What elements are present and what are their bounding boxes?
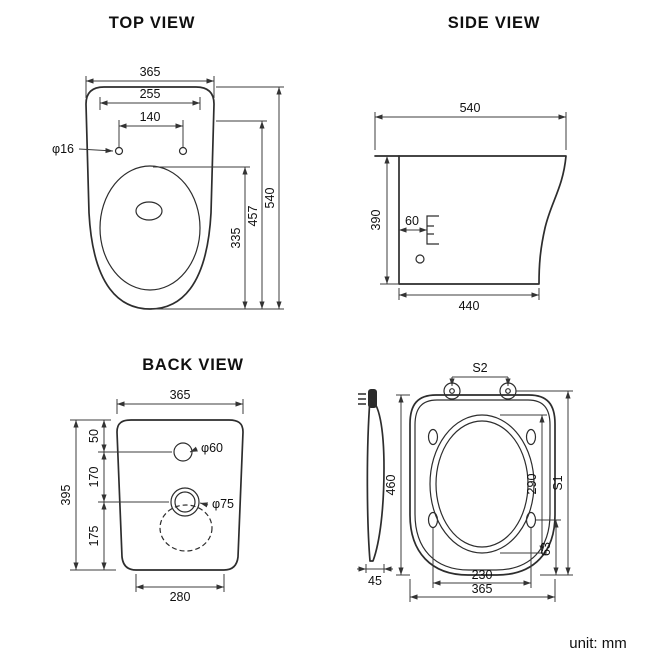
dim-label: 335 (229, 228, 243, 249)
seat-opening-outer (429, 414, 535, 554)
seat-lid-inner (414, 399, 551, 571)
dim-label: φ60 (201, 441, 223, 455)
dim-label: 170 (87, 467, 101, 488)
dim-seat-front-offset: 63 (536, 519, 573, 576)
toilet-back-outline (116, 419, 244, 571)
side-view-title: SIDE VIEW (448, 14, 540, 32)
dim-side-bracket-offset: 60 (398, 214, 428, 233)
mount-bracket (426, 215, 439, 245)
dim-label: 175 (87, 526, 101, 547)
dim-label: 540 (263, 188, 277, 209)
dim-label: 50 (87, 429, 101, 443)
back-view-title: BACK VIEW (142, 356, 244, 374)
dim-label: 390 (369, 210, 383, 231)
dim-seat-width: 365 (409, 579, 556, 602)
toilet-side-outline (398, 155, 567, 285)
dim-back-width-top: 365 (116, 388, 244, 414)
dim-top-hole-diameter: φ16 (52, 142, 114, 156)
dim-label: 540 (460, 101, 481, 115)
dim-seat-length: 460 (384, 394, 410, 576)
bumper-top-left (427, 428, 439, 446)
bolt-hole (415, 254, 425, 264)
dim-label: φ75 (212, 497, 234, 511)
dim-label: S1 (551, 475, 565, 490)
dim-side-depth-base: 440 (398, 288, 540, 313)
hinge-hole-right (178, 146, 188, 156)
dim-label: 230 (472, 568, 493, 582)
bumper-bottom-left (427, 511, 439, 529)
unit-label: unit: mm (569, 635, 627, 650)
dim-label: 45 (368, 574, 382, 588)
outlet-hole-outer (170, 487, 200, 517)
dim-label: 290 (525, 474, 539, 495)
dim-label: S2 (472, 361, 487, 375)
dim-label: 457 (246, 206, 260, 227)
bumper-bottom-right (525, 511, 537, 529)
dim-label: 395 (59, 485, 73, 506)
outlet-hole-inner (174, 491, 196, 513)
dim-seat-hinge-spacing: S2 (449, 361, 511, 387)
dim-side-depth-total: 540 (374, 101, 567, 150)
inlet-hole (173, 442, 193, 462)
bowl-opening (99, 165, 201, 291)
dim-back-width-base: 280 (135, 574, 225, 604)
dim-back-height: 395 (59, 419, 79, 571)
dim-top-length-seat: 457 (216, 120, 267, 310)
dim-seat-bumper-spacing: 230 (432, 528, 532, 588)
side-view: SIDE VIEW 540 390 60 440 (369, 14, 567, 313)
dim-side-height: 390 (369, 155, 399, 285)
dim-top-width-hinge: 140 (118, 110, 184, 147)
dim-top-width-seat: 255 (99, 87, 201, 110)
dim-seat-opening-length: 290 (500, 414, 547, 554)
nozzle-icon (358, 389, 377, 408)
drain-hole (135, 201, 163, 221)
seat-view: 45 S2 460 290 (357, 361, 573, 602)
dim-label: 255 (140, 87, 161, 101)
dim-label: 280 (170, 590, 191, 604)
dim-back-outlet-diameter: φ75 (199, 497, 234, 511)
dim-label: 140 (140, 110, 161, 124)
seat-lid-outer (409, 394, 556, 576)
bumper-top-right (525, 428, 537, 446)
dim-label: 60 (405, 214, 419, 228)
dim-label: 460 (384, 475, 398, 496)
dim-top-length-bowl: 335 (153, 166, 250, 310)
dim-label: 63 (539, 542, 553, 556)
dim-label: 365 (472, 582, 493, 596)
top-view: TOP VIEW 365 255 140 φ16 (52, 14, 284, 310)
hinge-left-center (449, 388, 455, 394)
dim-label: 365 (170, 388, 191, 402)
dim-label: φ16 (52, 142, 74, 156)
lid-side-profile (366, 398, 385, 562)
dim-label: 365 (140, 65, 161, 79)
seat-opening-inner (435, 420, 529, 548)
dim-lid-thickness: 45 (357, 564, 393, 588)
hinge-right-center (505, 388, 511, 394)
top-view-title: TOP VIEW (109, 14, 195, 32)
dim-label: 440 (459, 299, 480, 313)
dim-top-length-total: 540 (152, 86, 284, 310)
back-view: BACK VIEW 365 50 170 175 395 (59, 356, 244, 604)
dim-top-width-total: 365 (85, 65, 215, 98)
dim-seat-side-length: S1 (516, 390, 573, 576)
hinge-hole-left (114, 146, 124, 156)
toilet-top-outline (85, 86, 215, 310)
hidden-trap-outline (159, 504, 213, 552)
dim-back-inlet-diameter: φ60 (189, 441, 223, 455)
